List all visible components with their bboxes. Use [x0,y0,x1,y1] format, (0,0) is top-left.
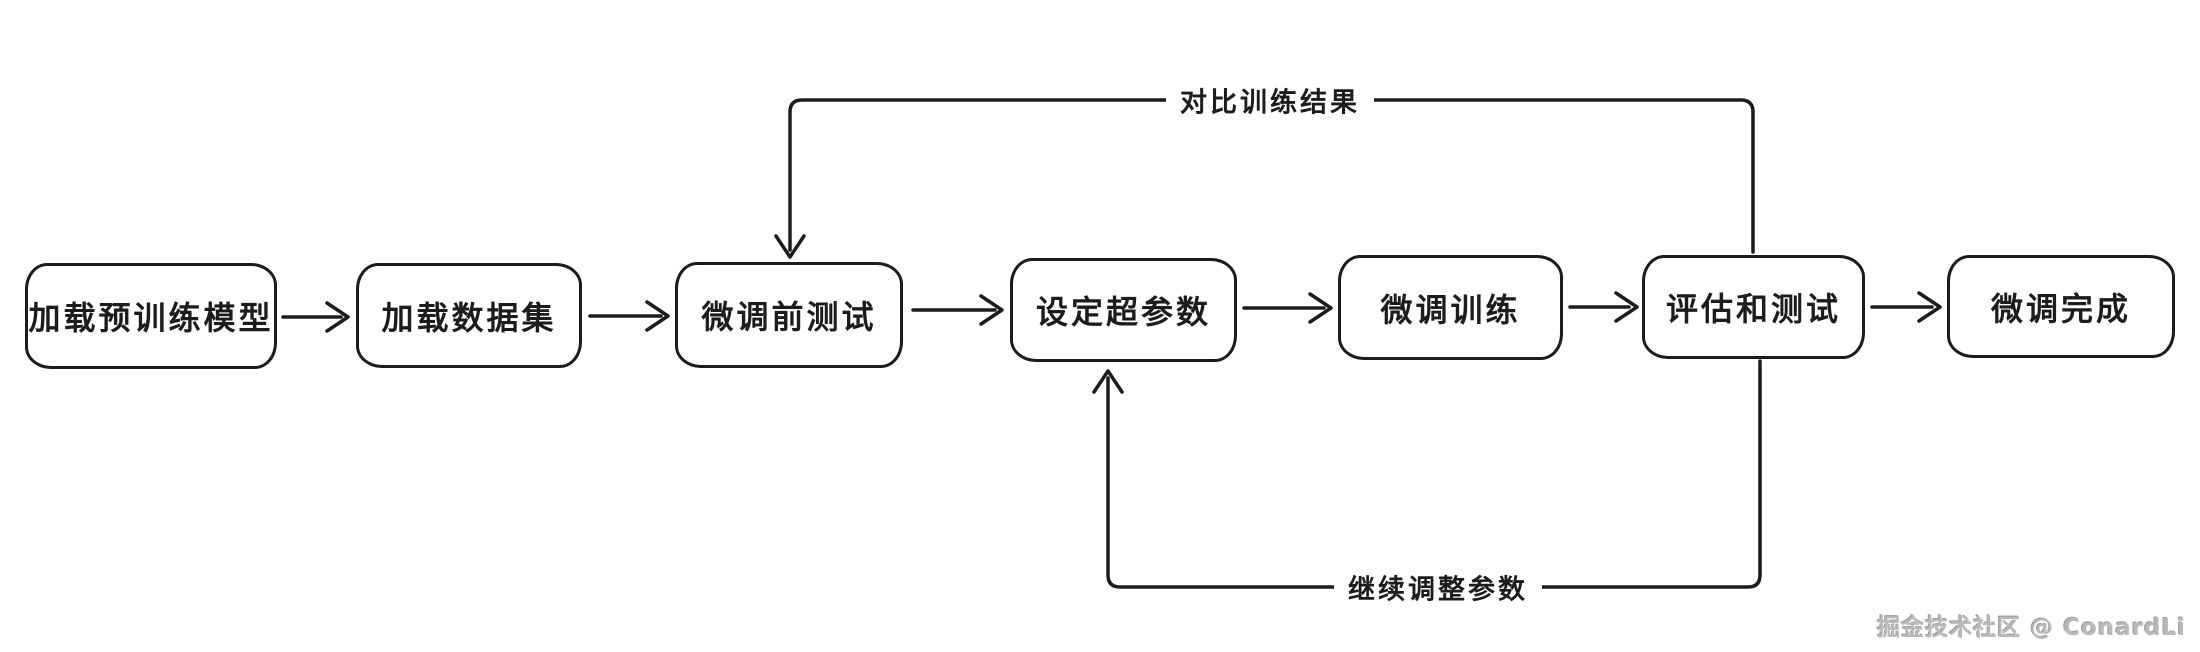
arrow-load-model-to-dataset [281,301,350,333]
node-set-hyperparameters: 设定超参数 [1010,258,1237,362]
node-evaluate-and-test: 评估和测试 [1642,255,1865,359]
arrow-training-to-evaluate [1568,291,1639,323]
loop-compare-results [774,98,1755,259]
node-load-dataset: 加载数据集 [356,263,582,368]
arrow-hyperparams-to-training [1242,292,1333,324]
loop-label-adjust-params: 继续调整参数 [1334,567,1542,607]
arrow-pretest-to-hyperparams [911,294,1004,326]
loop-adjust-params [1092,359,1762,589]
loop-label-compare-results: 对比训练结果 [1166,80,1374,120]
node-finetune-complete: 微调完成 [1947,255,2175,358]
node-finetune-training: 微调训练 [1338,255,1563,360]
node-pre-finetune-test: 微调前测试 [675,262,903,368]
node-load-pretrained-model: 加载预训练模型 [25,263,277,369]
arrow-evaluate-to-complete [1870,291,1942,323]
watermark: 掘金技术社区 @ ConardLi [1877,615,2186,641]
arrow-dataset-to-pretest [588,300,670,332]
